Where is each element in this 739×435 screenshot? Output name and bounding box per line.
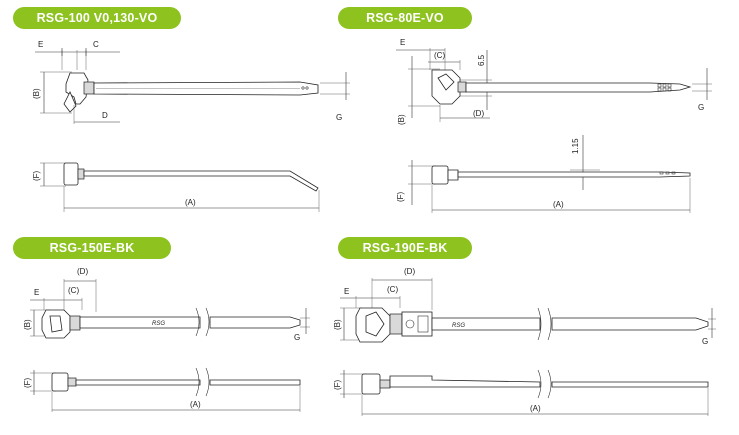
svg-text:RSG: RSG (152, 321, 165, 327)
dim-c: C (93, 40, 99, 49)
panel-4-top-view: (D) E (C) (B) RSG G (333, 267, 716, 346)
panel-1-side-view: (F) (A) (32, 162, 320, 212)
panel-4-title: RSG-190E-BK (338, 237, 472, 259)
dim-f: (F) (23, 377, 32, 388)
dim-a: (A) (553, 200, 564, 209)
dim-h2: 1.15 (571, 138, 580, 154)
dim-b: (B) (333, 319, 342, 330)
dim-f: (F) (396, 191, 405, 202)
dim-c: (C) (434, 51, 445, 60)
dim-a: (A) (530, 404, 541, 413)
dim-e: E (34, 288, 39, 297)
dim-a: (A) (185, 198, 196, 207)
panel-1-top-view: E C (B) D G (32, 40, 350, 124)
dim-e: E (400, 38, 405, 47)
panel-3-top-view: (D) E (C) (B) RSG G (23, 267, 310, 342)
dim-h1: 6.5 (477, 54, 486, 66)
dim-g: G (698, 103, 704, 112)
dim-b: (B) (32, 88, 41, 99)
dim-g: G (702, 337, 708, 346)
dim-c: (C) (387, 285, 398, 294)
panel-3-side-view: (F) (A) (23, 367, 301, 412)
dim-d: (D) (404, 267, 415, 276)
panel-3-title: RSG-150E-BK (13, 237, 171, 259)
dim-d: D (102, 111, 108, 120)
dim-d: (D) (77, 267, 88, 276)
dim-a: (A) (190, 400, 201, 409)
dim-f: (F) (333, 379, 342, 390)
panel-4-side-view: (F) (A) (333, 369, 709, 416)
dim-e: E (38, 40, 43, 49)
dim-f: (F) (32, 170, 41, 181)
panel-2-title: RSG-80E-VO (338, 7, 472, 29)
panel-2-top-view: E (C) 6.5 (B) (D) G (396, 38, 712, 125)
dim-e: E (344, 287, 349, 296)
dim-g: G (336, 113, 342, 122)
dim-c: (C) (68, 286, 79, 295)
panel-1-title: RSG-100 V0,130-VO (13, 7, 181, 29)
dim-d: (D) (473, 109, 484, 118)
dim-g: G (294, 333, 300, 342)
dim-b: (B) (397, 114, 406, 125)
panel-2-side-view: 1.15 (F) (A) (396, 135, 691, 213)
dim-b: (B) (23, 319, 32, 330)
svg-text:RSG: RSG (452, 323, 465, 329)
